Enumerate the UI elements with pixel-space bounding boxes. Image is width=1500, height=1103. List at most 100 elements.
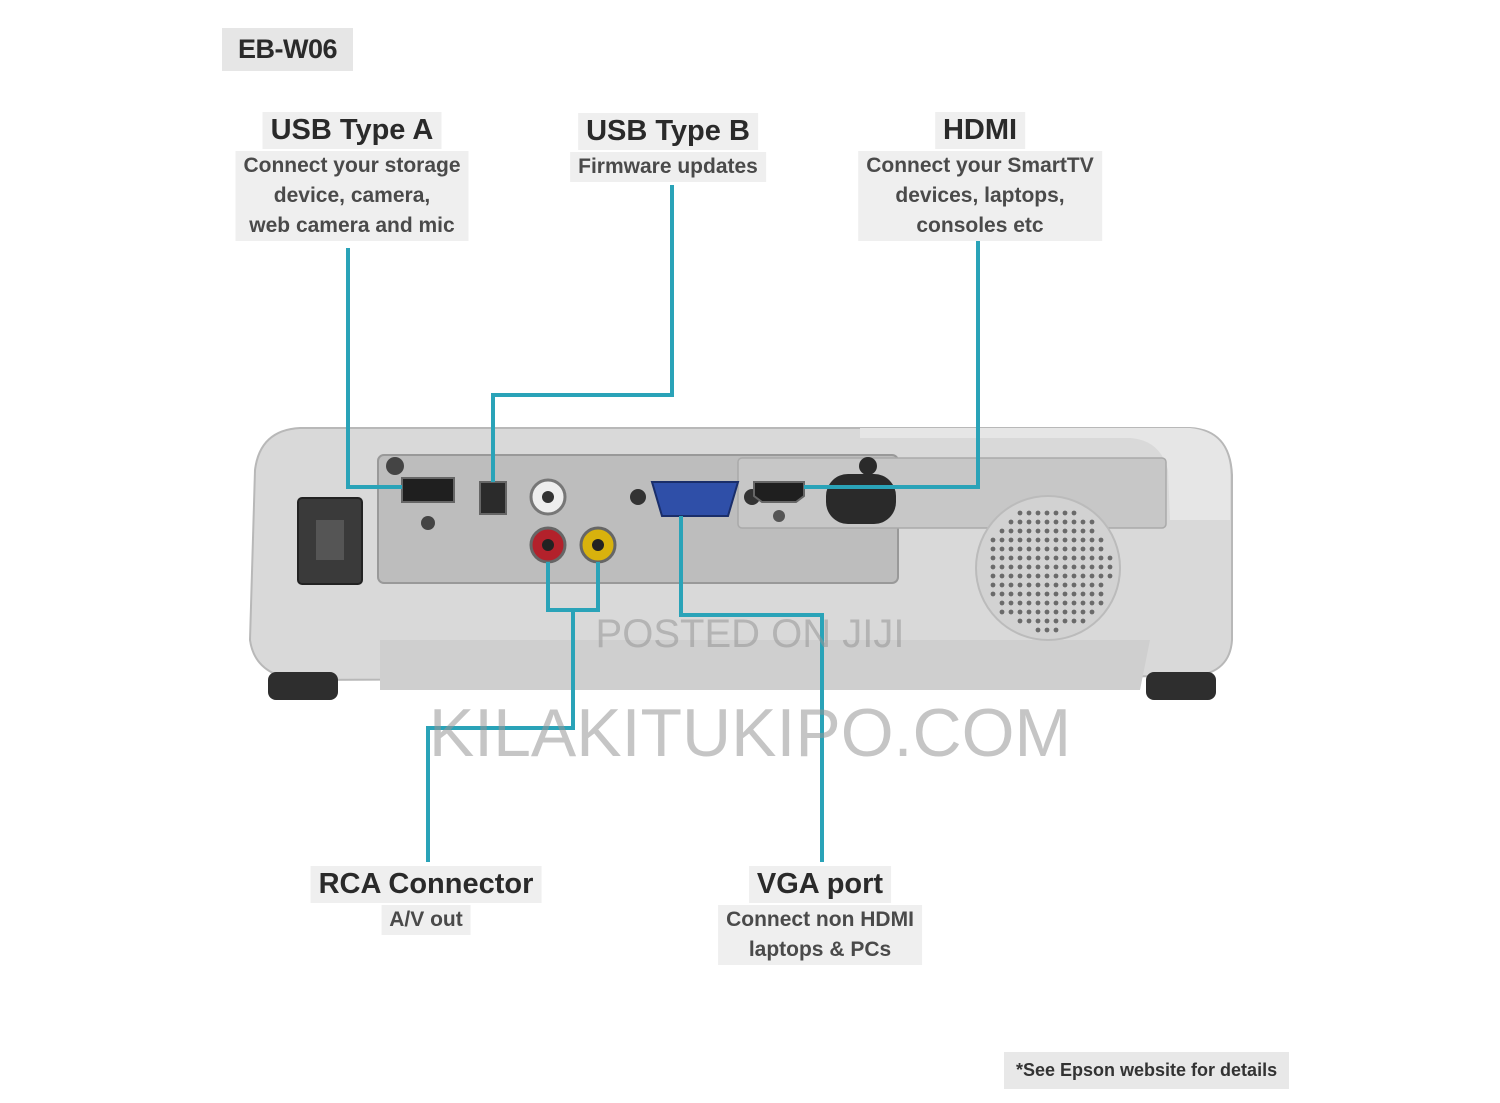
grille-hole <box>1071 510 1077 516</box>
footnote: *See Epson website for details <box>1004 1052 1290 1089</box>
hdmi-desc: Connect your SmartTV devices, laptops, c… <box>858 151 1102 241</box>
grille-hole <box>1071 528 1077 534</box>
grille-hole <box>999 546 1005 552</box>
grille-hole <box>1026 600 1032 606</box>
grille-hole <box>1062 573 1068 579</box>
leader-usb-b <box>491 185 674 482</box>
grille-hole <box>1008 564 1014 570</box>
leader-rca-down <box>426 610 575 862</box>
grille-hole <box>1098 573 1104 579</box>
grille-hole <box>1044 564 1050 570</box>
grille-hole <box>1017 609 1023 615</box>
grille-hole <box>1026 555 1032 561</box>
grille-hole <box>1053 510 1059 516</box>
grille-hole <box>1062 582 1068 588</box>
grille-hole <box>1098 564 1104 570</box>
usb-type-a-desc: Connect your storage device, camera, web… <box>235 151 469 241</box>
grille-hole <box>1035 591 1041 597</box>
grille-hole <box>1062 600 1068 606</box>
grille-hole <box>1044 591 1050 597</box>
leader-usb-a <box>346 248 402 489</box>
grille-hole <box>1035 618 1041 624</box>
grille-hole <box>1080 564 1086 570</box>
usb-type-b-title: USB Type B <box>578 113 758 150</box>
grille-hole <box>1026 591 1032 597</box>
callout-usb-type-a: USB Type A Connect your storage device, … <box>235 112 469 241</box>
grille-hole <box>1044 582 1050 588</box>
grille-hole <box>1026 618 1032 624</box>
grille-hole <box>1017 510 1023 516</box>
grille-hole <box>1008 555 1014 561</box>
grille-hole <box>1008 582 1014 588</box>
callout-vga-port: VGA port Connect non HDMI laptops & PCs <box>718 866 922 965</box>
callout-usb-type-b: USB Type B Firmware updates <box>570 113 766 182</box>
grille-hole <box>1062 537 1068 543</box>
model-label: EB-W06 <box>222 28 354 71</box>
grille-hole <box>1008 600 1014 606</box>
grille-hole <box>999 591 1005 597</box>
grille-hole <box>1017 546 1023 552</box>
grille-hole <box>1053 582 1059 588</box>
grille-hole <box>1008 609 1014 615</box>
grille-hole <box>1008 591 1014 597</box>
grille-hole <box>1017 591 1023 597</box>
vga-title: VGA port <box>748 866 892 903</box>
grille-hole <box>1089 555 1095 561</box>
grille-hole <box>1044 555 1050 561</box>
grille-hole <box>990 537 996 543</box>
grille-hole <box>1053 519 1059 525</box>
grille-hole <box>1062 618 1068 624</box>
grille-hole <box>1008 546 1014 552</box>
grille-hole <box>1089 519 1095 525</box>
grille-hole <box>1080 528 1086 534</box>
grille-hole <box>1062 510 1068 516</box>
grille-hole <box>1071 582 1077 588</box>
grille-hole <box>1026 537 1032 543</box>
grille-hole <box>999 582 1005 588</box>
grille-hole <box>1053 600 1059 606</box>
grille-hole <box>1062 546 1068 552</box>
usb-type-b-desc: Firmware updates <box>570 152 766 182</box>
grille-hole <box>1035 528 1041 534</box>
grille-hole <box>1044 618 1050 624</box>
callout-rca-connector: RCA Connector A/V out <box>310 866 542 935</box>
grille-hole <box>999 609 1005 615</box>
kensington-slot <box>826 474 896 524</box>
grille-hole <box>1089 600 1095 606</box>
leader-lines <box>346 185 980 862</box>
grille-hole <box>1098 537 1104 543</box>
grille-hole <box>990 564 996 570</box>
grille-hole <box>1080 582 1086 588</box>
grille-hole <box>1044 609 1050 615</box>
grille-hole <box>990 591 996 597</box>
grille-hole <box>1053 573 1059 579</box>
grille-hole <box>999 573 1005 579</box>
grille-hole <box>1107 573 1113 579</box>
grille-hole <box>1017 573 1023 579</box>
rca-title: RCA Connector <box>310 866 542 903</box>
grille-hole <box>1053 564 1059 570</box>
grille-hole <box>1071 573 1077 579</box>
grille-hole <box>990 546 996 552</box>
grille-hole <box>1053 555 1059 561</box>
grille-hole <box>1044 600 1050 606</box>
grille-hole <box>1080 600 1086 606</box>
grille-hole <box>1008 573 1014 579</box>
grille-hole <box>1053 591 1059 597</box>
grille-hole <box>1026 582 1032 588</box>
grille-hole <box>1098 600 1104 606</box>
grille-hole <box>1017 519 1023 525</box>
grille-hole <box>999 537 1005 543</box>
grille-hole <box>1071 591 1077 597</box>
grille-hole <box>1080 546 1086 552</box>
grille-hole <box>1035 555 1041 561</box>
grille-hole <box>1035 573 1041 579</box>
vga-port <box>650 481 740 517</box>
usb-type-a-title: USB Type A <box>262 112 442 149</box>
grille-hole <box>1044 537 1050 543</box>
grille-hole <box>1017 528 1023 534</box>
grille-hole <box>1089 582 1095 588</box>
grille-hole <box>1026 564 1032 570</box>
grille-hole <box>1035 609 1041 615</box>
grille-hole <box>1035 600 1041 606</box>
